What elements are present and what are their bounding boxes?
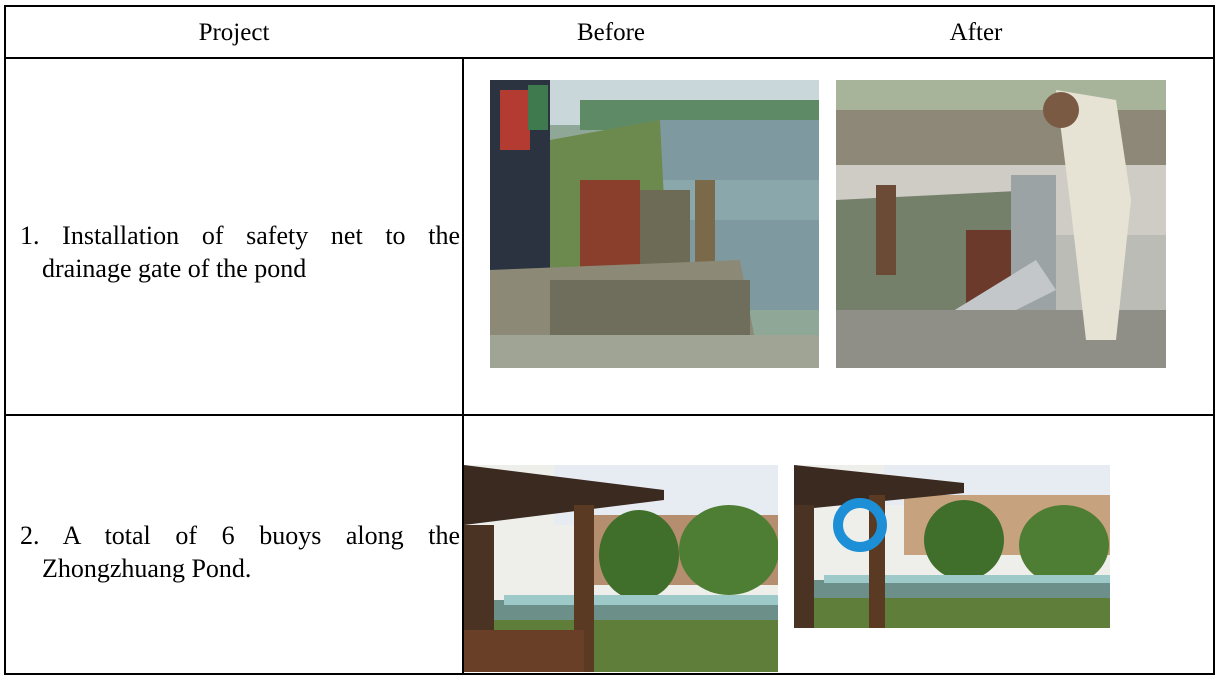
row-divider	[6, 414, 1213, 416]
row-2-after-photo	[794, 465, 1110, 628]
header-divider	[6, 57, 1213, 59]
column-divider	[462, 57, 464, 673]
header-project: Project	[198, 19, 270, 46]
row-2-before-photo	[464, 465, 778, 672]
comparison-table: Project Before After 1. Installation of …	[4, 5, 1215, 675]
header-after: After	[949, 19, 1003, 46]
row-1-project-line-1: 1. Installation of safety net to the	[20, 221, 460, 250]
row-1-after-photo	[836, 80, 1166, 368]
row-2-project: 2. A total of 6 buoys along the Zhongzhu…	[20, 519, 460, 585]
row-2-project-line-1: 2. A total of 6 buoys along the	[20, 521, 460, 550]
row-2-project-line-2: Zhongzhuang Pond.	[42, 554, 252, 583]
row-1-project: 1. Installation of safety net to the dra…	[20, 219, 460, 285]
header-before: Before	[576, 19, 646, 46]
row-1-before-photo	[490, 80, 819, 368]
row-1-project-line-2: drainage gate of the pond	[42, 254, 307, 283]
